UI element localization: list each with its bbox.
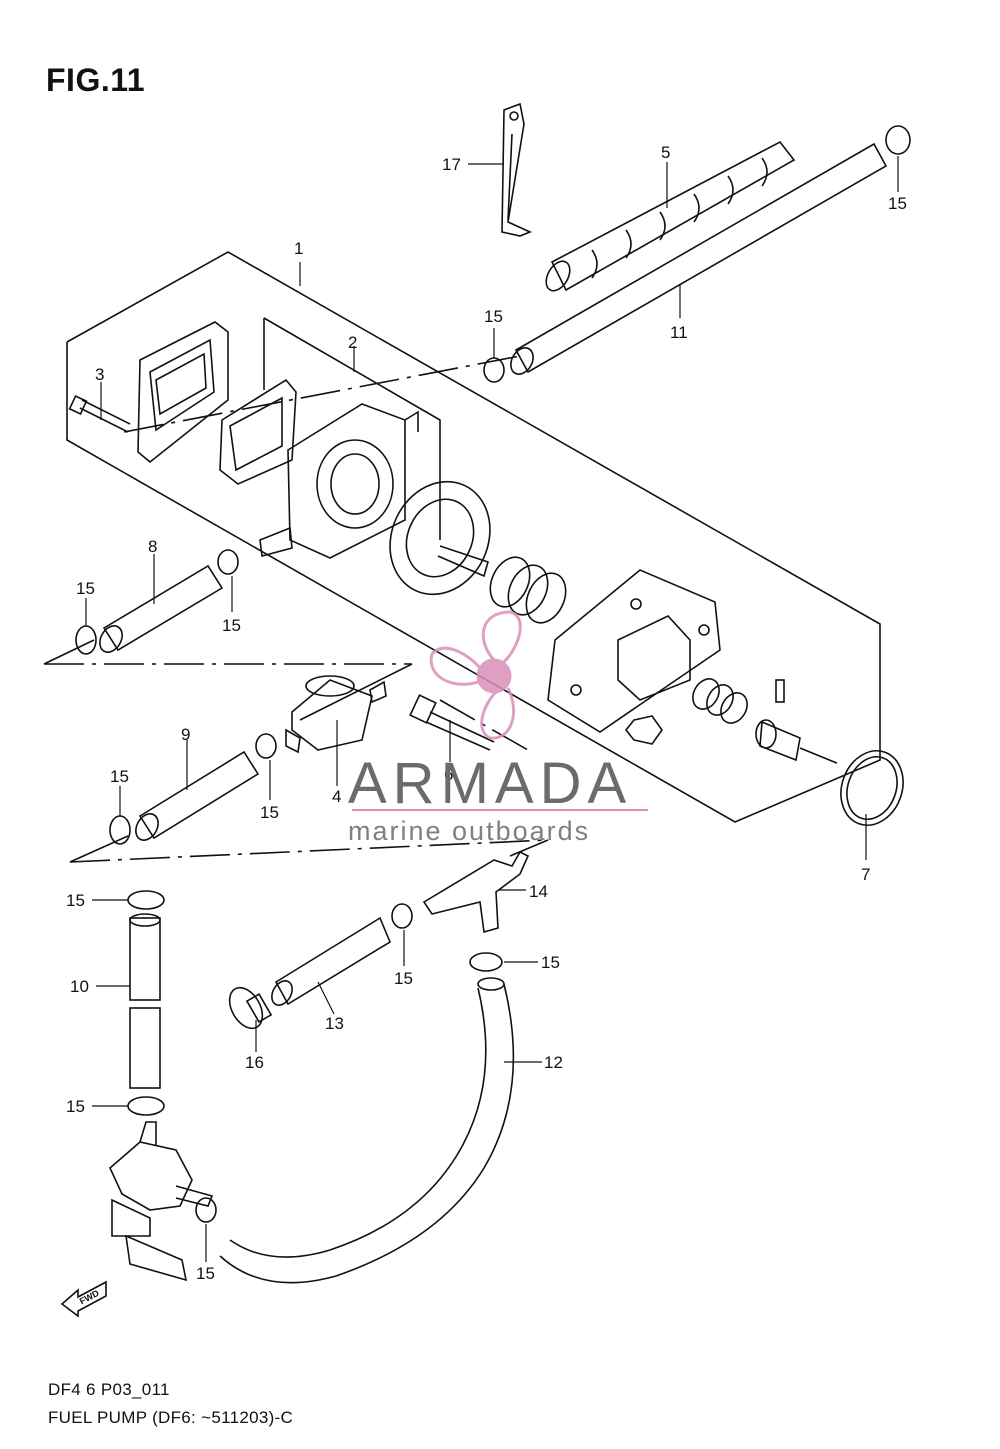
bolt-icon	[409, 694, 495, 751]
callout-17: 17	[442, 155, 461, 174]
hose-9	[135, 750, 260, 841]
hose-12	[219, 977, 515, 1284]
callout-15-e: 15	[260, 803, 279, 822]
hose-8	[99, 564, 224, 653]
pump-cover	[547, 569, 721, 733]
fwd-arrow-icon: FWD	[60, 1280, 107, 1318]
diaphragm	[389, 480, 491, 596]
leader-lines	[85, 156, 899, 1262]
t-joint	[422, 850, 530, 934]
watermark-logo-icon	[429, 610, 522, 740]
callout-15-g: 15	[66, 891, 85, 910]
callout-8: 8	[148, 537, 157, 556]
hose-10	[129, 913, 161, 1089]
callout-13: 13	[325, 1014, 344, 1033]
callout-15-d: 15	[76, 579, 95, 598]
hose-ribbed	[545, 140, 796, 292]
grommet-17	[501, 102, 533, 237]
callout-6: 6	[444, 765, 453, 784]
fuel-cock	[109, 1121, 214, 1282]
callout-11: 11	[670, 323, 688, 342]
callout-4: 4	[332, 787, 341, 806]
hose-11	[510, 142, 888, 375]
callout-12: 12	[544, 1053, 563, 1072]
spring-large	[489, 556, 567, 624]
clamp-16	[228, 986, 273, 1030]
callout-5: 5	[661, 143, 670, 162]
figure-title: FIG.11	[46, 62, 146, 98]
callout-9: 9	[181, 725, 190, 744]
o-ring	[840, 750, 904, 826]
callout-10: 10	[70, 977, 89, 996]
callout-15-f: 15	[110, 767, 129, 786]
callout-15-i: 15	[541, 953, 560, 972]
callout-3: 3	[95, 365, 104, 384]
callout-15-k: 15	[196, 1264, 215, 1283]
nut-icon	[624, 715, 663, 745]
callout-2: 2	[348, 333, 357, 352]
watermark-tagline: marine outboards	[348, 816, 591, 846]
watermark-divider	[352, 809, 648, 811]
figure-code: DF4 6 P03_011	[48, 1380, 170, 1399]
screw-icon	[68, 395, 131, 433]
callout-16: 16	[245, 1053, 264, 1072]
fuel-filter	[285, 675, 387, 754]
callout-15-a: 15	[888, 194, 907, 213]
callout-15-h: 15	[394, 969, 413, 988]
pump-body	[259, 403, 419, 559]
callout-labels: 1 2 3 4 5 6 7 8 9 10 11 12 13 14 15 15 1…	[66, 143, 907, 1283]
hose-13	[271, 916, 392, 1006]
gasket-plate-inner	[219, 378, 297, 485]
callout-7: 7	[861, 865, 870, 884]
bracket-lines	[43, 639, 549, 863]
watermark-name: ARMADA	[348, 751, 633, 816]
spring-small	[692, 678, 748, 724]
exploded-centerlines	[44, 355, 845, 863]
callout-1: 1	[294, 239, 303, 258]
plunger	[755, 679, 801, 762]
callout-15-j: 15	[66, 1097, 85, 1116]
figure-description: FUEL PUMP (DF6: ~511203)-C	[48, 1408, 294, 1427]
gasket-plate-outer	[137, 321, 229, 464]
callout-14: 14	[529, 882, 548, 901]
callout-15-c: 15	[222, 616, 241, 635]
callout-15-b: 15	[484, 307, 503, 326]
